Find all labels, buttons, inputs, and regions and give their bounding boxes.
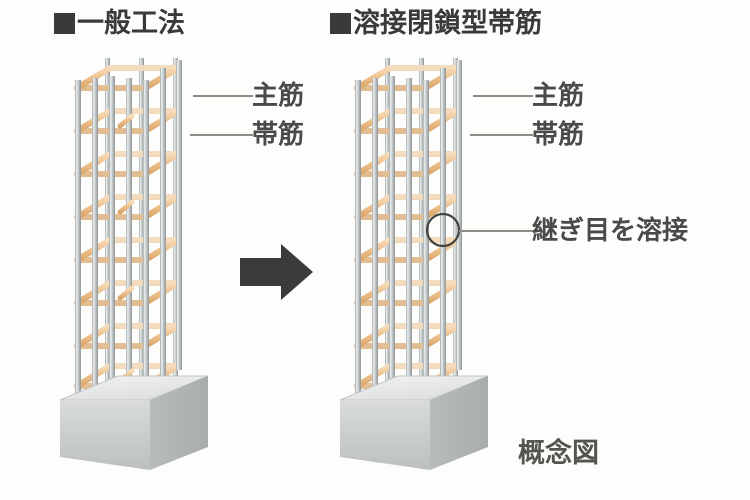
hoop-level-1 (354, 65, 461, 92)
diagram-caption: 概念図 (518, 438, 599, 469)
right-concrete-footing (339, 375, 489, 470)
hoop-level-1 (74, 65, 181, 92)
hoop-level-7 (74, 323, 181, 350)
left-back-vertical-bars (105, 58, 178, 388)
hoop-level-5 (74, 237, 181, 264)
left-label-hoop: 帯筋 (252, 120, 305, 150)
right-front-vertical-bars (355, 60, 462, 396)
right-label-hoop: 帯筋 (532, 120, 585, 150)
left-front-vertical-bars (75, 60, 182, 396)
hoop-level-3 (74, 151, 181, 178)
transition-arrow-icon (240, 244, 313, 300)
weld-joint-highlight-circle (425, 212, 461, 248)
hoop-level-7 (354, 323, 461, 350)
left-hoops (74, 65, 181, 390)
hoop-level-4 (354, 194, 461, 221)
hoop-level-8 (354, 363, 461, 390)
leader-lines (190, 95, 533, 232)
bullet-square-icon (54, 13, 75, 34)
hoop-level-5 (354, 237, 461, 264)
left-rebar-cage (59, 58, 209, 470)
left-panel-title: 一般工法 (54, 10, 185, 37)
right-label-main-bar: 主筋 (532, 81, 585, 111)
hoop-level-2 (354, 108, 461, 135)
hoop-level-3 (354, 151, 461, 178)
left-concrete-footing (59, 375, 209, 470)
left-hoop-open-hooks (117, 113, 135, 384)
right-hoops (354, 65, 461, 390)
right-panel-title-text: 溶接閉鎖型帯筋 (353, 8, 542, 39)
hoop-level-4 (74, 194, 181, 221)
hoop-level-6 (354, 280, 461, 307)
hoop-level-6 (74, 280, 181, 307)
left-panel-title-text: 一般工法 (77, 8, 185, 39)
hoop-level-8 (74, 363, 181, 390)
right-back-vertical-bars (385, 58, 458, 388)
right-label-weld-joint: 継ぎ目を溶接 (532, 216, 689, 246)
right-rebar-cage (339, 58, 489, 470)
bullet-square-icon (330, 13, 351, 34)
right-panel-title: 溶接閉鎖型帯筋 (330, 10, 542, 37)
left-label-main-bar: 主筋 (252, 81, 305, 111)
hoop-level-2 (74, 108, 181, 135)
